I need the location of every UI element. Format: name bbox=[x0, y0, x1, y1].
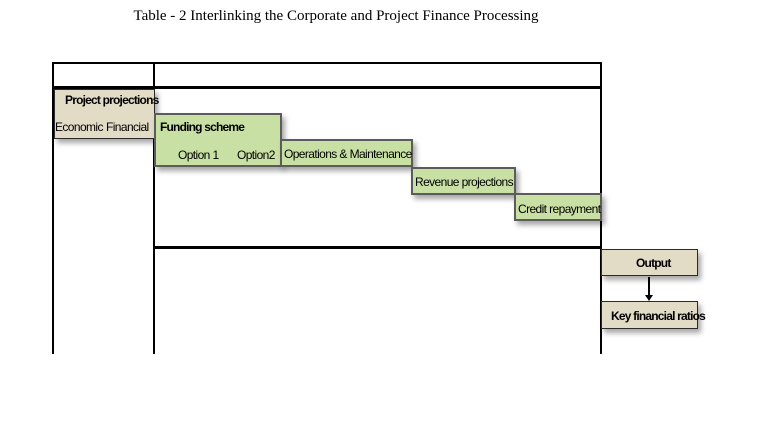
key-financial-ratios-label: Key financial ratios bbox=[611, 309, 706, 323]
credit-repayment-box: Credit repayment bbox=[514, 193, 602, 221]
arrow-shaft bbox=[648, 277, 650, 297]
left-border bbox=[52, 62, 54, 354]
financial-label: Financial bbox=[106, 120, 149, 134]
economic-label: Economic bbox=[55, 120, 103, 134]
funding-scheme-box: Funding scheme Option 1 Option2 bbox=[154, 113, 282, 167]
column-divider bbox=[153, 62, 155, 354]
project-projections-heading: Project projections bbox=[65, 93, 159, 107]
operations-maintenance-box: Operations & Maintenance bbox=[280, 139, 413, 167]
row-separator bbox=[153, 246, 602, 249]
project-projections-box: Project projections Economic Financial bbox=[54, 89, 159, 139]
revenue-projections-box: Revenue projections bbox=[411, 167, 516, 195]
down-arrow-icon bbox=[645, 295, 653, 301]
output-label: Output bbox=[636, 256, 671, 270]
header-separator bbox=[52, 86, 602, 89]
output-box: Output bbox=[601, 249, 698, 276]
key-financial-ratios-box: Key financial ratios bbox=[601, 301, 706, 329]
top-border bbox=[52, 62, 602, 64]
option1-label: Option 1 bbox=[178, 148, 219, 162]
operations-maintenance-label: Operations & Maintenance bbox=[284, 147, 412, 161]
revenue-projections-label: Revenue projections bbox=[415, 175, 514, 189]
funding-scheme-heading: Funding scheme bbox=[160, 120, 245, 134]
option2-label: Option2 bbox=[237, 148, 275, 162]
table-title: Table - 2 Interlinking the Corporate and… bbox=[133, 8, 539, 24]
credit-repayment-label: Credit repayment bbox=[518, 202, 601, 216]
